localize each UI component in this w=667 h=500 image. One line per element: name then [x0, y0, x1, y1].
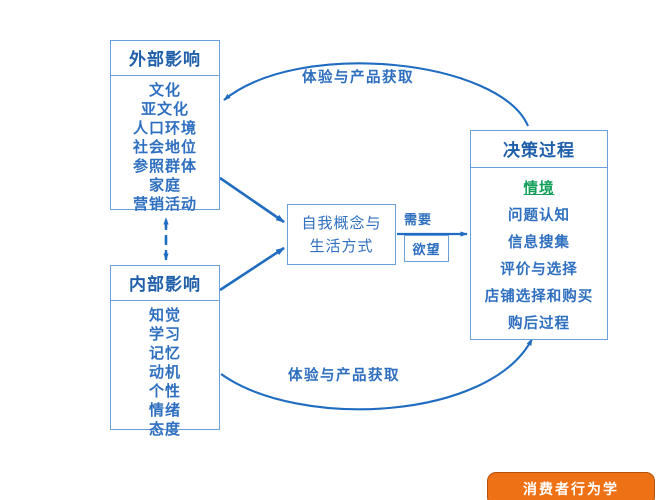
decision-process-items: 情境 问题认知 信息搜集 评价与选择 店铺选择和购买 购后过程: [471, 168, 607, 338]
list-item: 人口环境: [132, 119, 197, 137]
list-item: 信息搜集: [508, 235, 570, 251]
external-influences-title: 外部影响: [111, 41, 219, 76]
internal-influences-title: 内部影响: [111, 266, 219, 301]
list-item: 亚文化: [140, 100, 189, 118]
list-item: 记忆: [148, 344, 181, 362]
list-item: 店铺选择和购买: [484, 289, 594, 305]
list-item: 知觉: [148, 306, 181, 324]
list-item: 营销活动: [132, 195, 197, 213]
list-item: 文化: [148, 81, 181, 99]
list-item: 个性: [148, 382, 181, 400]
list-item: 动机: [148, 363, 181, 381]
list-item: 参照群体: [132, 157, 197, 175]
situation-item: 情境: [523, 181, 555, 197]
list-item: 评价与选择: [500, 262, 578, 278]
external-influences-items: 文化 亚文化 人口环境 社会地位 参照群体 家庭 营销活动: [111, 76, 219, 218]
list-item: 购后过程: [508, 316, 570, 332]
list-item: 家庭: [148, 176, 181, 194]
bottom-curve-label: 体验与产品获取: [288, 368, 400, 384]
brand-badge-label: 消费者行为学: [523, 482, 619, 498]
internal-influences-items: 知觉 学习 记忆 动机 个性 情绪 态度: [111, 301, 219, 443]
need-label: 需要: [404, 213, 433, 228]
list-item: 情绪: [148, 401, 181, 419]
list-item: 社会地位: [132, 138, 197, 156]
self-concept-line-1: 自我概念与: [301, 213, 382, 232]
arrow-internal-to-self: [219, 246, 285, 292]
list-item: 学习: [148, 325, 181, 343]
list-item: 问题认知: [508, 208, 570, 224]
internal-influences-box: 内部影响 知觉 学习 记忆 动机 个性 情绪 态度: [110, 265, 220, 438]
decision-process-box: 决策过程 情境 问题认知 信息搜集 评价与选择 店铺选择和购买 购后过程: [470, 130, 608, 340]
self-concept-lifestyle-box: 自我概念与 生活方式: [287, 204, 396, 265]
desire-box: 欲望: [404, 235, 449, 262]
top-curve-label: 体验与产品获取: [302, 70, 414, 86]
self-concept-line-2: 生活方式: [309, 236, 374, 255]
list-item: 态度: [148, 420, 181, 438]
brand-badge: 消费者行为学: [487, 472, 655, 500]
arrow-external-to-self: [219, 176, 285, 224]
desire-label: 欲望: [412, 243, 441, 258]
external-influences-box: 外部影响 文化 亚文化 人口环境 社会地位 参照群体 家庭 营销活动: [110, 40, 220, 213]
decision-process-title: 决策过程: [471, 131, 607, 168]
